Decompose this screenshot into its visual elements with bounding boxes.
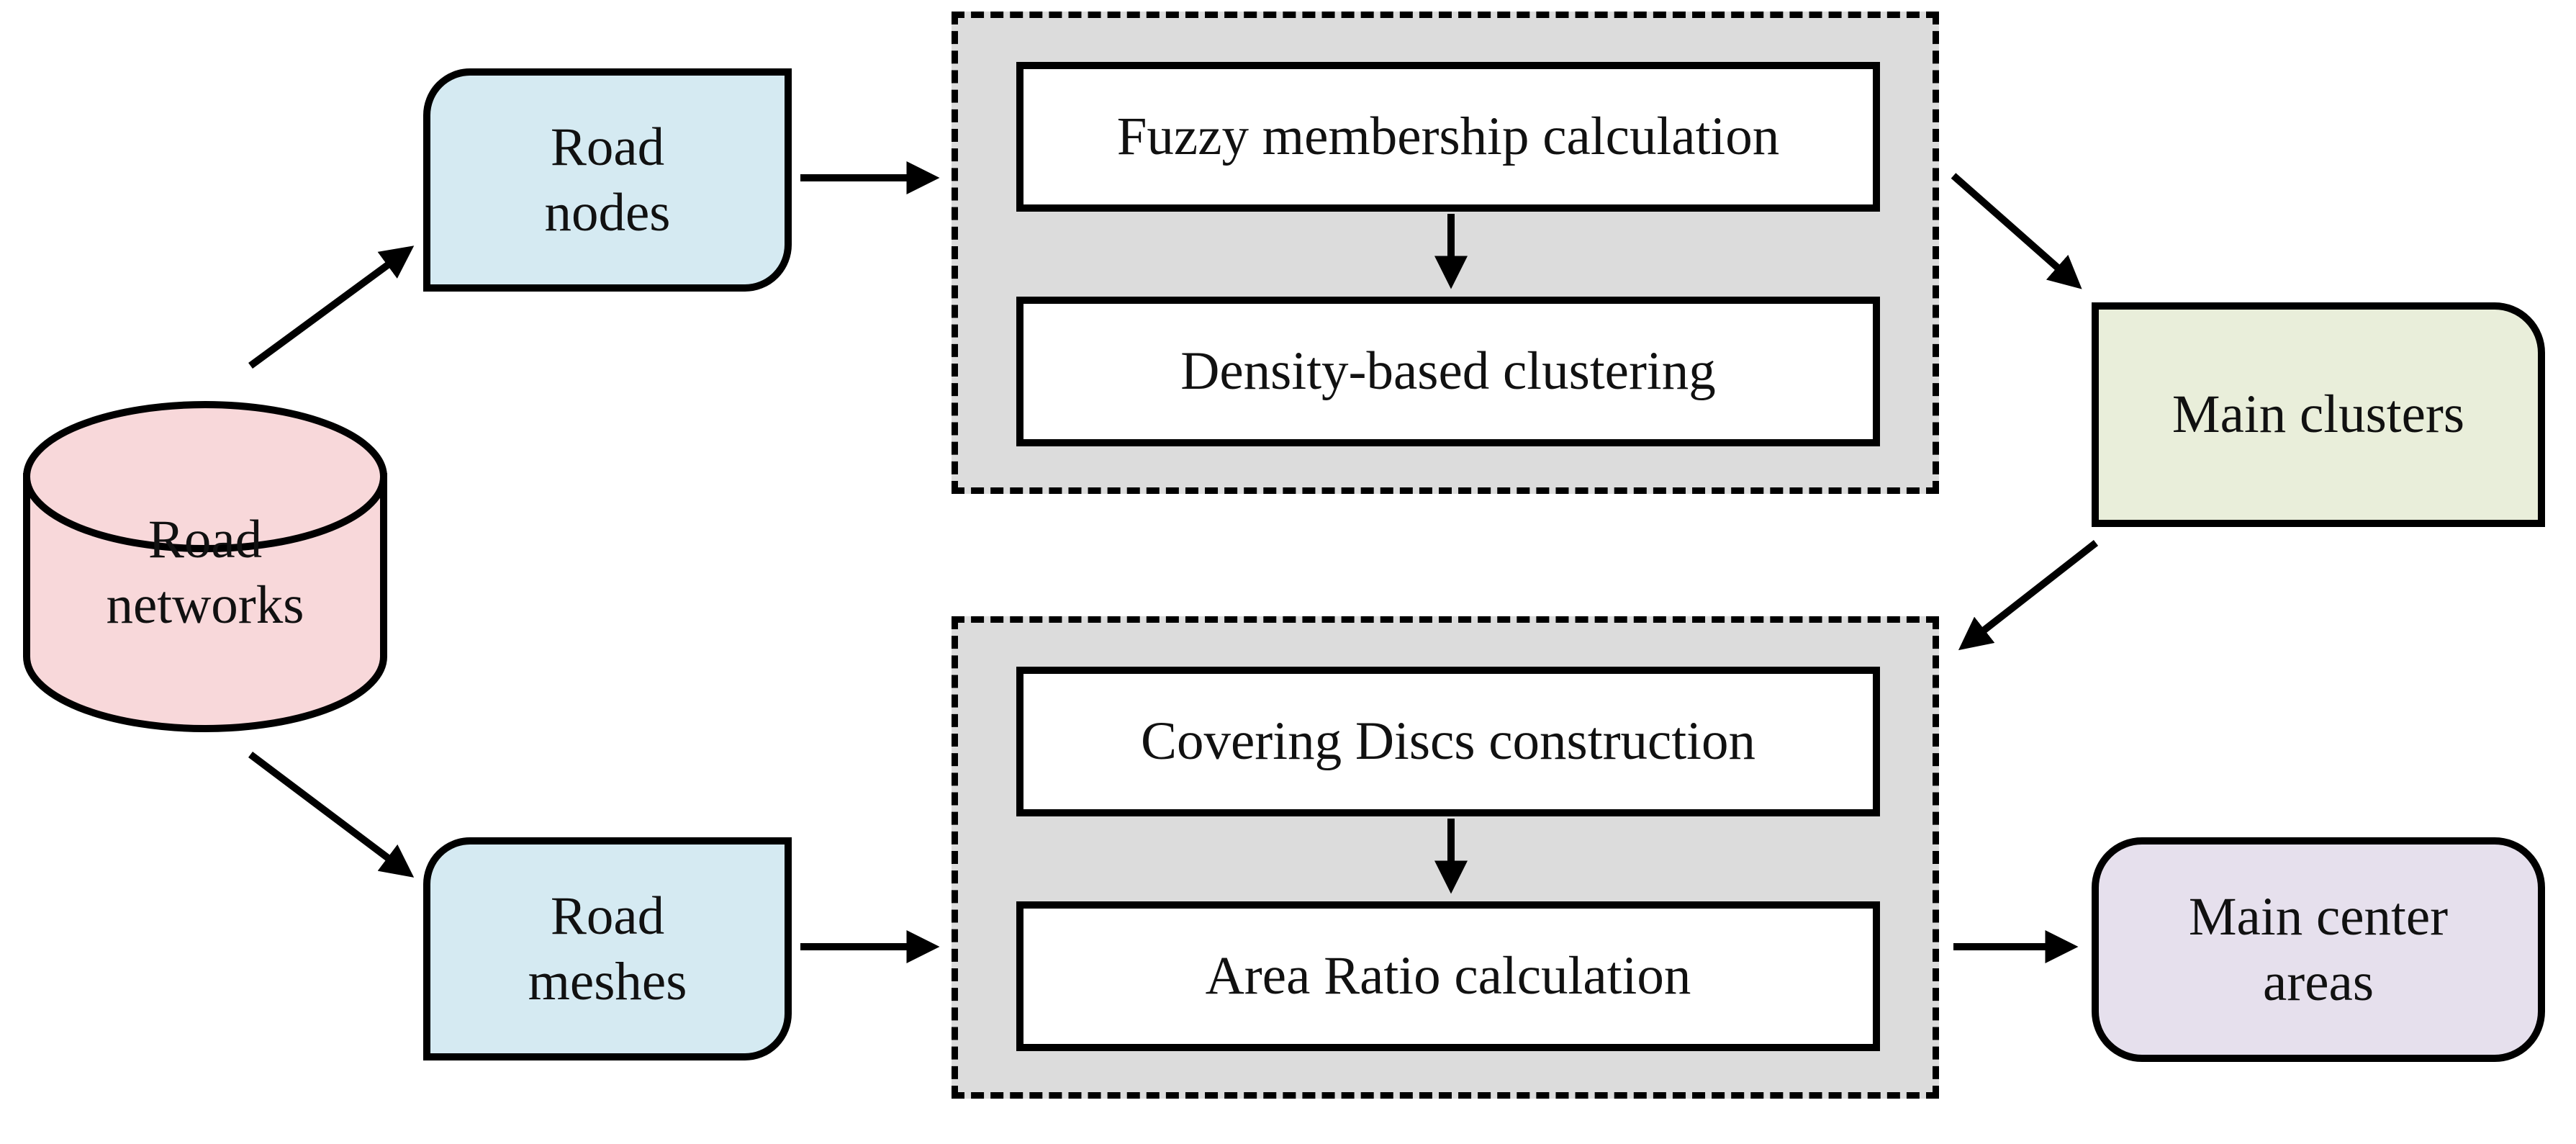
arrow-road-networks-to-road-nodes	[248, 246, 415, 369]
road-networks-label: Road networks	[106, 509, 304, 636]
road-meshes-label: Road meshes	[528, 886, 687, 1012]
area-ratio-label: Area Ratio calculation	[1205, 946, 1691, 1006]
density-clustering-node: Density-based clustering	[1016, 297, 1880, 446]
area-ratio-node: Area Ratio calculation	[1016, 901, 1880, 1051]
main-clusters-node: Main clusters	[2092, 302, 2545, 527]
main-center-areas-node: Main center areas	[2092, 837, 2545, 1062]
road-networks-cylinder	[23, 401, 387, 732]
fuzzy-membership-label: Fuzzy membership calculation	[1116, 107, 1780, 167]
main-clusters-label: Main clusters	[2171, 384, 2465, 445]
road-nodes-label: Road nodes	[544, 117, 671, 243]
fuzzy-membership-node: Fuzzy membership calculation	[1016, 62, 1880, 212]
covering-discs-node: Covering Discs construction	[1016, 667, 1880, 816]
main-center-areas-label: Main center areas	[2188, 886, 2449, 1013]
road-networks-node: Road networks	[40, 464, 371, 680]
road-meshes-node: Road meshes	[423, 837, 792, 1060]
road-nodes-node: Road nodes	[423, 68, 792, 292]
covering-discs-label: Covering Discs construction	[1140, 711, 1756, 772]
arrow-stage1-to-main-clusters	[1951, 173, 2082, 289]
density-clustering-label: Density-based clustering	[1180, 341, 1716, 402]
cylinder-top	[23, 401, 387, 552]
arrow-main-clusters-to-stage2	[1958, 540, 2099, 651]
arrow-road-networks-to-road-meshes	[248, 752, 415, 878]
